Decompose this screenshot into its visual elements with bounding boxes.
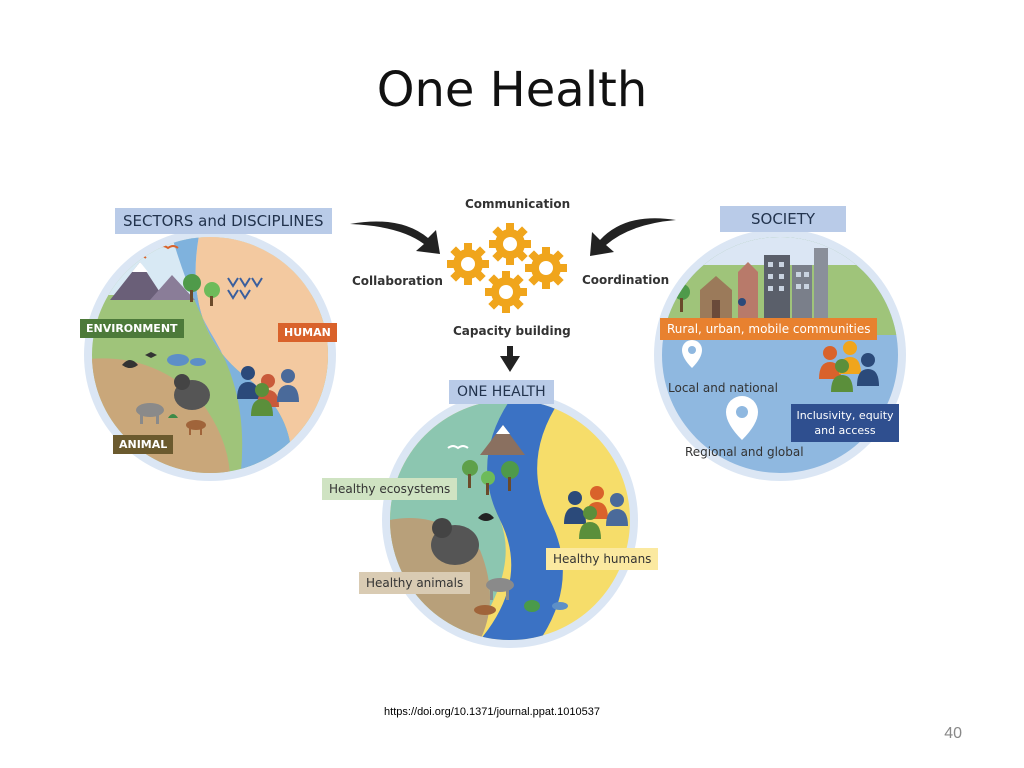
collaboration-label: Collaboration <box>352 274 443 288</box>
map-pin-large-icon <box>726 396 758 440</box>
arrow-right-icon <box>590 218 676 256</box>
local-national-label: Local and national <box>668 381 778 395</box>
inclusivity-line-2: and access <box>814 424 876 437</box>
gears-icon <box>447 223 567 313</box>
human-tag: HUMAN <box>278 323 337 342</box>
healthy-ecosystems-tag: Healthy ecosystems <box>322 478 458 500</box>
capacity-building-label: Capacity building <box>453 324 571 338</box>
coordination-label: Coordination <box>582 273 670 287</box>
inclusivity-line-1: Inclusivity, equity <box>796 409 894 422</box>
inclusivity-tag: Inclusivity, equity and access <box>791 404 899 442</box>
healthy-humans-tag: Healthy humans <box>546 548 659 570</box>
map-pin-icon <box>682 340 702 368</box>
communities-tag: Rural, urban, mobile communities <box>660 318 878 340</box>
society-header: SOCIETY <box>720 206 846 232</box>
communication-label: Communication <box>465 197 571 211</box>
healthy-animals-tag: Healthy animals <box>359 572 471 594</box>
slide-title: One Health <box>376 62 648 118</box>
arrow-down-icon <box>500 346 520 372</box>
sectors-circle <box>84 229 336 481</box>
environment-tag: ENVIRONMENT <box>80 319 184 338</box>
animal-tag: ANIMAL <box>113 435 174 454</box>
sectors-header: SECTORS and DISCIPLINES <box>115 208 332 234</box>
arrow-left-icon <box>350 221 440 254</box>
one-health-circle <box>382 392 638 648</box>
source-link[interactable]: https://doi.org/10.1371/journal.ppat.101… <box>384 706 600 718</box>
page-number: 40 <box>944 725 962 742</box>
regional-global-label: Regional and global <box>685 445 804 459</box>
one-health-header: ONE HEALTH <box>449 380 554 404</box>
